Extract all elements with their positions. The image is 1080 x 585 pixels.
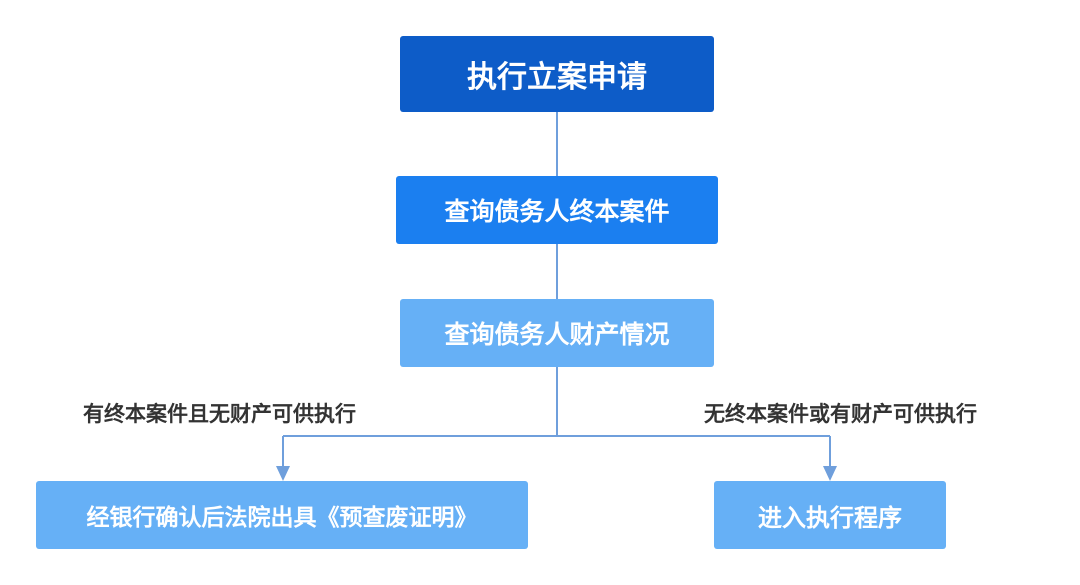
branch-label-left: 有终本案件且无财产可供执行 [83,402,356,426]
node-enter-execution-label: 进入执行程序 [758,503,902,532]
arrowhead-right [823,466,837,481]
node-certificate-label: 经银行确认后法院出具《预查废证明》 [86,505,478,531]
node-query-cases: 查询债务人终本案件 [396,176,718,244]
arrowhead-left [276,466,290,481]
node-apply: 执行立案申请 [400,36,714,112]
node-query-assets-label: 查询债务人财产情况 [444,320,670,349]
node-query-cases-label: 查询债务人终本案件 [444,197,670,226]
node-certificate: 经银行确认后法院出具《预查废证明》 [36,481,528,549]
node-query-assets: 查询债务人财产情况 [400,299,714,367]
branch-label-right: 无终本案件或有财产可供执行 [704,402,977,426]
node-enter-execution: 进入执行程序 [714,481,946,549]
node-apply-label: 执行立案申请 [467,60,647,95]
